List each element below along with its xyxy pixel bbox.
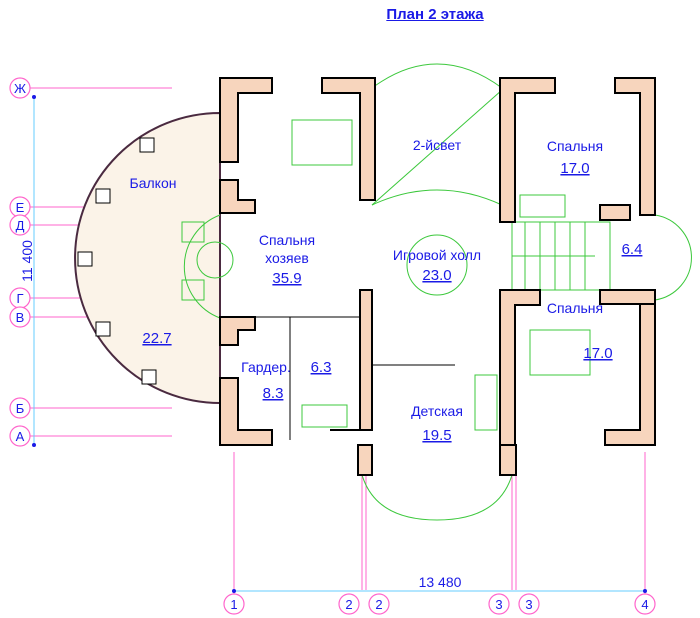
axis-marker-b: Б (9, 397, 31, 419)
balcony-name: Балкон (130, 175, 177, 191)
plan-title: План 2 этажа (386, 6, 484, 23)
second-light-name: 2-йсвет (413, 137, 462, 153)
wardrobe-area: 8.3 (263, 385, 284, 402)
axis-marker-d: Д (9, 214, 31, 236)
walls (219, 77, 656, 476)
balcony-post-icons (77, 137, 157, 385)
stair-bay (654, 214, 692, 301)
axis-marker-e: Е (9, 196, 31, 218)
master-bedroom-name-2: хозяев (265, 250, 309, 266)
kids-room-area: 19.5 (422, 427, 451, 444)
master-bedroom-area: 35.9 (272, 270, 301, 287)
svg-text:Д: Д (16, 218, 25, 233)
stair-hall-area: 6.4 (622, 241, 643, 258)
void-diagonal (371, 89, 503, 206)
master-bedroom-name: Спальня (259, 232, 315, 248)
svg-text:В: В (16, 310, 25, 325)
wardrobe-name: Гардер. (241, 359, 291, 375)
bed-icon (474, 374, 498, 431)
bed-icon (529, 329, 591, 376)
gallery-arc (371, 189, 503, 206)
partition-lines (255, 316, 455, 440)
kids-room-name: Детская (411, 403, 463, 419)
play-rug-icon (406, 234, 468, 296)
svg-text:3: 3 (525, 597, 532, 612)
bed-icon (291, 119, 353, 166)
round-table-icon (196, 241, 234, 279)
svg-text:2: 2 (345, 597, 352, 612)
col-axis-lines (233, 450, 646, 594)
svg-text:1: 1 (230, 597, 237, 612)
axis-marker-2a: 2 (338, 593, 360, 615)
axis-marker-4: 4 (634, 593, 656, 615)
axis-marker-g: Г (9, 287, 31, 309)
col-axis-markers: 1 2 2 3 3 4 (223, 593, 656, 615)
axis-marker-v: В (9, 306, 31, 328)
svg-text:4: 4 (641, 597, 648, 612)
axis-marker-a: А (9, 425, 31, 447)
svg-text:3: 3 (495, 597, 502, 612)
axis-marker-3a: 3 (488, 593, 510, 615)
svg-text:2: 2 (375, 597, 382, 612)
axis-marker-zh: Ж (9, 77, 31, 99)
axis-marker-2b: 2 (368, 593, 390, 615)
svg-text:Г: Г (16, 291, 23, 306)
second-light-bay (371, 63, 503, 89)
svg-text:Е: Е (16, 200, 25, 215)
axis-marker-3b: 3 (518, 593, 540, 615)
dimension-lines (32, 95, 647, 593)
row-axis-markers: Ж Е Д Г В Б А (9, 77, 31, 447)
vertical-dimension: 11 400 (19, 240, 35, 282)
bathtub-icon (301, 404, 348, 428)
bedroom-top-name: Спальня (547, 138, 603, 154)
bedroom-bottom-area: 17.0 (583, 345, 612, 362)
balcony-floor (74, 111, 221, 405)
armchair-icon (181, 279, 205, 301)
balcony-area: 22.7 (142, 330, 171, 347)
bedroom-bottom-name: Спальня (547, 300, 603, 316)
horizontal-dimension: 13 480 (419, 574, 462, 590)
svg-text:Б: Б (16, 401, 25, 416)
svg-text:А: А (16, 429, 25, 444)
play-hall-area: 23.0 (422, 267, 451, 284)
svg-text:Ж: Ж (14, 81, 26, 96)
play-hall-name: Игровой холл (393, 247, 481, 263)
armchair-icon (181, 221, 205, 243)
bedroom-top-area: 17.0 (560, 160, 589, 177)
kids-bay (357, 444, 517, 521)
stair-treads (512, 222, 595, 290)
bathroom-area: 6.3 (311, 359, 332, 376)
bed-icon (519, 194, 566, 218)
axis-marker-1: 1 (223, 593, 245, 615)
